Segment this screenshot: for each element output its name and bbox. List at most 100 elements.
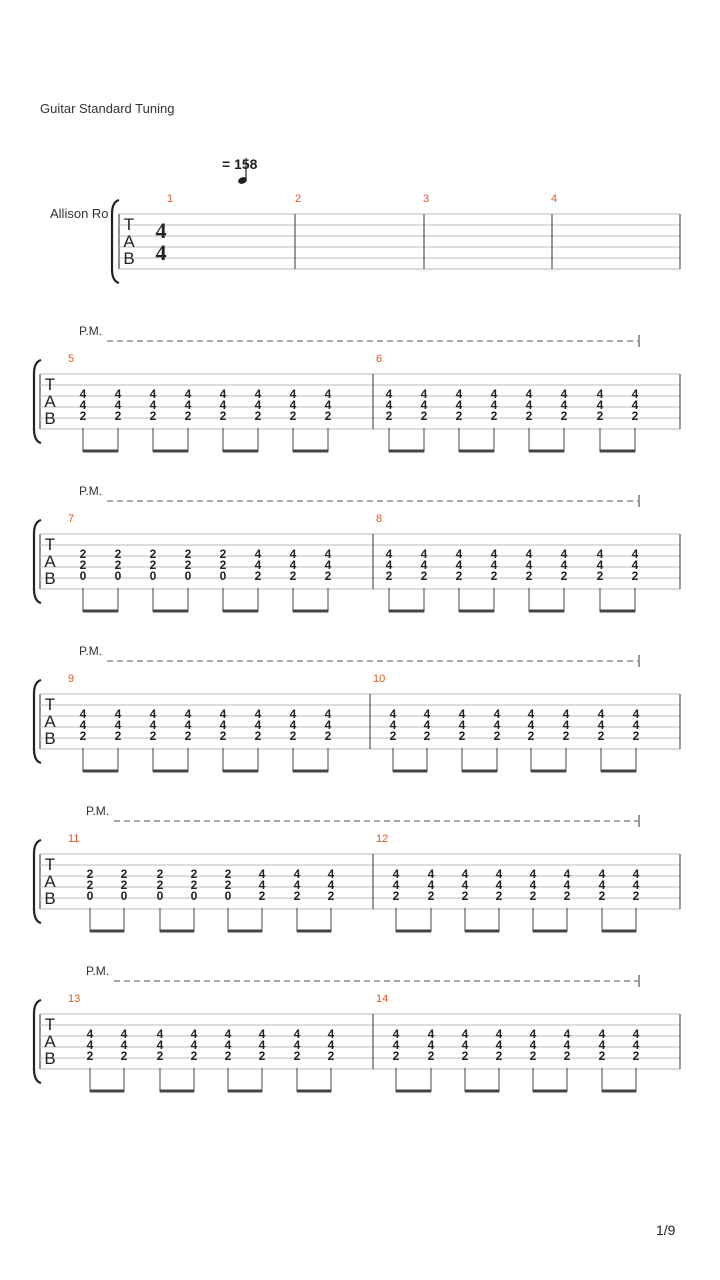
fret-number: 2: [494, 729, 501, 743]
fret-number: 2: [632, 569, 639, 583]
fret-number: 4: [456, 387, 463, 401]
fret-number: 4: [325, 718, 332, 732]
fret-number: 4: [494, 707, 501, 721]
fret-number: 2: [290, 569, 297, 583]
fret-number: 2: [325, 569, 332, 583]
fret-number: 4: [157, 1027, 164, 1041]
tempo-marking: = 158: [222, 156, 258, 172]
fret-number: 4: [491, 547, 498, 561]
fret-number: 2: [80, 409, 87, 423]
fret-number: 4: [290, 707, 297, 721]
measure-number: 8: [376, 513, 382, 525]
fret-number: 4: [325, 387, 332, 401]
fret-number: 4: [255, 547, 262, 561]
fret-number: 4: [564, 878, 571, 892]
tab-clef-letter: A: [44, 872, 56, 891]
fret-number: 2: [598, 729, 605, 743]
fret-number: 2: [185, 729, 192, 743]
measure-number: 10: [373, 673, 385, 685]
measure-number: 7: [68, 513, 74, 525]
fret-number: 4: [328, 867, 335, 881]
fret-number: 4: [526, 547, 533, 561]
fret-number: 0: [157, 889, 164, 903]
fret-number: 4: [390, 718, 397, 732]
measure-number: 5: [68, 353, 74, 365]
fret-number: 4: [528, 718, 535, 732]
fret-number: 4: [597, 558, 604, 572]
fret-number: 0: [87, 889, 94, 903]
fret-number: 2: [491, 409, 498, 423]
fret-number: 4: [633, 1038, 640, 1052]
palm-mute-label: P.M.: [79, 484, 102, 498]
fret-number: 0: [115, 569, 122, 583]
palm-mute-label: P.M.: [86, 964, 109, 978]
tab-clef-letter: B: [44, 729, 55, 748]
fret-number: 4: [496, 1027, 503, 1041]
fret-number: 2: [220, 409, 227, 423]
fret-number: 4: [491, 387, 498, 401]
track-name: Allison Ro: [50, 206, 109, 221]
fret-number: 2: [87, 878, 94, 892]
tab-clef-letter: A: [44, 552, 56, 571]
fret-number: 4: [598, 707, 605, 721]
fret-number: 4: [150, 387, 157, 401]
fret-number: 2: [328, 1049, 335, 1063]
fret-number: 4: [597, 547, 604, 561]
fret-number: 4: [421, 558, 428, 572]
fret-number: 0: [121, 889, 128, 903]
fret-number: 4: [80, 398, 87, 412]
fret-number: 4: [255, 707, 262, 721]
fret-number: 0: [80, 569, 87, 583]
fret-number: 2: [599, 889, 606, 903]
fret-number: 4: [456, 547, 463, 561]
fret-number: 2: [496, 1049, 503, 1063]
fret-number: 4: [428, 1027, 435, 1041]
fret-number: 4: [259, 1027, 266, 1041]
fret-number: 4: [115, 387, 122, 401]
fret-number: 2: [220, 558, 227, 572]
fret-number: 4: [428, 1038, 435, 1052]
fret-number: 4: [157, 1038, 164, 1052]
measure-number: 3: [423, 193, 429, 205]
system-brace: [110, 198, 120, 285]
measure-number: 1: [167, 193, 173, 205]
fret-number: 4: [462, 878, 469, 892]
fret-number: 4: [220, 387, 227, 401]
fret-number: 2: [185, 558, 192, 572]
fret-number: 4: [462, 1038, 469, 1052]
fret-number: 4: [386, 398, 393, 412]
fret-number: 2: [632, 409, 639, 423]
fret-number: 2: [115, 547, 122, 561]
fret-number: 4: [491, 398, 498, 412]
fret-number: 4: [561, 558, 568, 572]
fret-number: 2: [462, 889, 469, 903]
fret-number: 2: [561, 409, 568, 423]
measure-number: 12: [376, 833, 388, 845]
fret-number: 4: [599, 1027, 606, 1041]
fret-number: 4: [259, 1038, 266, 1052]
fret-number: 2: [325, 409, 332, 423]
fret-number: 4: [185, 718, 192, 732]
fret-number: 4: [80, 718, 87, 732]
fret-number: 4: [598, 718, 605, 732]
fret-number: 4: [325, 398, 332, 412]
tab-clef-letter: A: [44, 392, 56, 411]
tuning-label: Guitar Standard Tuning: [40, 101, 175, 116]
fret-number: 4: [386, 387, 393, 401]
fret-number: 2: [185, 547, 192, 561]
fret-number: 4: [290, 558, 297, 572]
fret-number: 4: [255, 387, 262, 401]
fret-number: 4: [561, 547, 568, 561]
fret-number: 4: [421, 398, 428, 412]
fret-number: 4: [632, 547, 639, 561]
fret-number: 2: [255, 409, 262, 423]
fret-number: 4: [290, 398, 297, 412]
fret-number: 2: [191, 878, 198, 892]
fret-number: 2: [87, 867, 94, 881]
fret-number: 2: [115, 729, 122, 743]
fret-number: 2: [633, 729, 640, 743]
fret-number: 4: [255, 398, 262, 412]
fret-number: 4: [87, 1027, 94, 1041]
fret-number: 2: [115, 558, 122, 572]
